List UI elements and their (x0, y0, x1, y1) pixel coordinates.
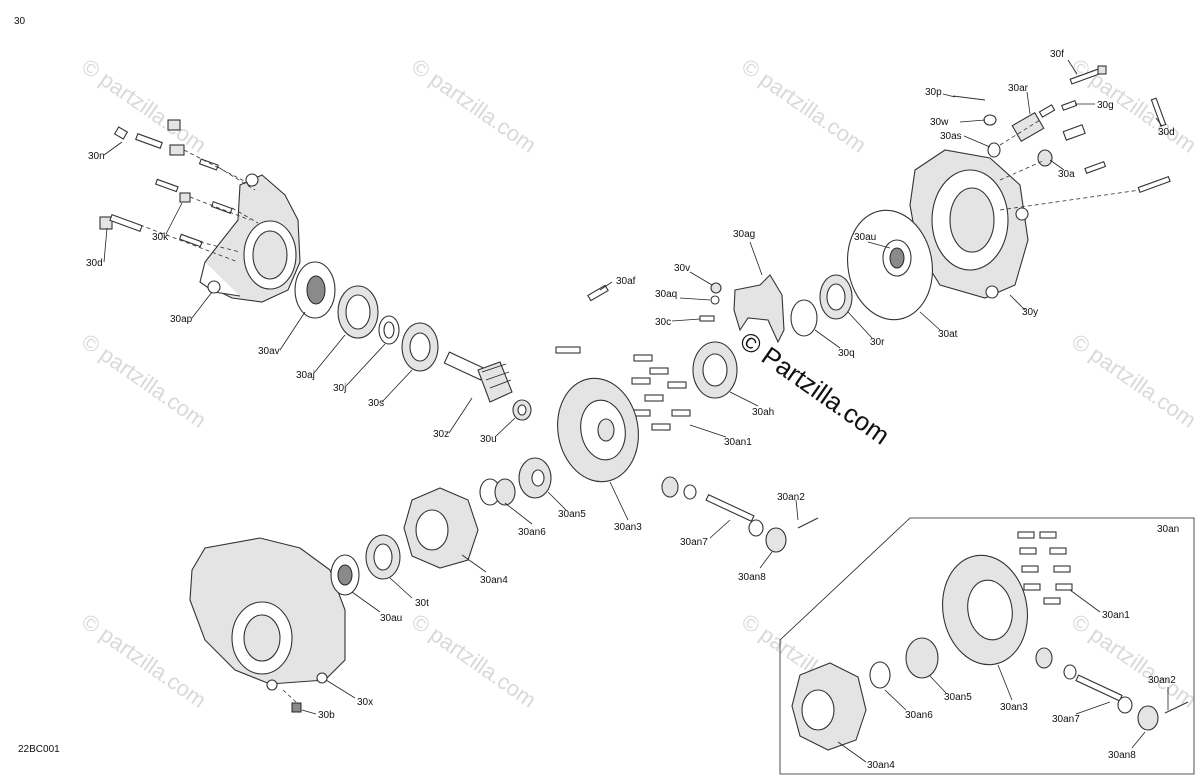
label-30an6: 30an6 (518, 527, 546, 538)
bearing-30t (365, 534, 401, 580)
inset-label-30an1: 30an1 (1102, 610, 1130, 621)
sensor-30ar (1011, 104, 1056, 143)
label-30k: 30k (152, 232, 169, 243)
label-30as: 30as (940, 131, 962, 142)
bolt-set-left (99, 119, 233, 248)
label-30au-bottom: 30au (380, 613, 402, 624)
oring-30q (790, 299, 818, 337)
inset-label: 30an (1157, 524, 1179, 535)
label-30av: 30av (258, 346, 280, 357)
label-30an7: 30an7 (680, 537, 708, 548)
label-30p: 30p (925, 87, 942, 98)
label-30ag: 30ag (733, 229, 755, 240)
plate-30ag (733, 274, 785, 344)
inset-label-30an8: 30an8 (1108, 750, 1136, 761)
label-30ah: 30ah (752, 407, 774, 418)
label-30at: 30at (938, 329, 958, 340)
label-30u: 30u (480, 434, 497, 445)
label-30x: 30x (357, 697, 373, 708)
watermark-text: © partzilla.com (1067, 609, 1200, 713)
hub-30an6 (479, 478, 516, 506)
label-30ap: 30ap (170, 314, 193, 325)
watermark-text: © partzilla.com (407, 609, 541, 713)
label-30d-right: 30d (1158, 127, 1175, 138)
case-30ah (692, 341, 738, 399)
label-30an4: 30an4 (480, 575, 508, 586)
label-30d-left: 30d (86, 258, 103, 269)
watermark-text: © partzilla.com (1067, 329, 1200, 433)
page-id: 30 (14, 16, 26, 27)
label-30y: 30y (1022, 307, 1038, 318)
part-labels: 30f 30p 30ar 30g 30d 30w 30as 30a 30y 30… (86, 49, 1176, 771)
seal-30av (294, 261, 336, 319)
watermark-text: © partzilla.com (737, 54, 871, 158)
cover-group-right (555, 65, 1171, 354)
bearing-30r (819, 274, 853, 320)
label-30a: 30a (1058, 169, 1075, 180)
label-30c: 30c (655, 317, 671, 328)
shim-30j (378, 315, 400, 345)
cover-30y (909, 149, 1029, 299)
label-30r: 30r (870, 337, 885, 348)
inset-label-30an2: 30an2 (1148, 675, 1176, 686)
ring-gear-30an3 (557, 377, 639, 483)
label-30z: 30z (433, 429, 449, 440)
upper-housing-group (99, 119, 532, 421)
bearing-30aj (337, 285, 379, 339)
bearing-30s (401, 322, 439, 372)
watermark-text: © partzilla.com (77, 329, 211, 433)
label-30q: 30q (838, 348, 855, 359)
label-30s: 30s (368, 398, 384, 409)
label-30an8: 30an8 (738, 572, 766, 583)
label-30g: 30g (1097, 100, 1114, 111)
label-30t: 30t (415, 598, 429, 609)
inset-label-30an3: 30an3 (1000, 702, 1028, 713)
label-30w: 30w (930, 117, 949, 128)
bushing-30u (512, 399, 532, 421)
housing-bracket-30ap (199, 173, 301, 303)
differential-group (403, 341, 819, 569)
lower-housing-group (189, 534, 401, 713)
label-30v: 30v (674, 263, 690, 274)
inset-label-30an6: 30an6 (905, 710, 933, 721)
housing-30x (189, 537, 346, 691)
label-30f: 30f (1050, 49, 1064, 60)
label-30au-top: 30au (854, 232, 876, 243)
label-30af: 30af (616, 276, 636, 287)
label-30n: 30n (88, 151, 105, 162)
label-30an2: 30an2 (777, 492, 805, 503)
drawing-code: 22BC001 (18, 744, 60, 755)
label-30an3: 30an3 (614, 522, 642, 533)
label-30j: 30j (333, 383, 346, 394)
label-30ar: 30ar (1008, 83, 1029, 94)
seal-30au-top (882, 239, 912, 277)
label-30aj: 30aj (296, 370, 315, 381)
seal-30au-bottom (330, 554, 360, 596)
watermark-text: © partzilla.com (407, 54, 541, 158)
label-30aq: 30aq (655, 289, 677, 300)
inset-panel: 30an (779, 517, 1195, 775)
inset-label-30an4: 30an4 (867, 760, 895, 771)
label-30b: 30b (318, 710, 335, 721)
plug-30b (291, 702, 302, 713)
bolt-set-30an1 (631, 354, 691, 431)
label-30an1: 30an1 (724, 437, 752, 448)
side-gear-30an5 (518, 457, 552, 499)
leader-lines (103, 59, 1169, 763)
carrier-30an4 (403, 487, 479, 569)
watermark-text: © partzilla.com (77, 609, 211, 713)
pinion-30z (443, 351, 513, 403)
pinion-set-30an7-8 (661, 476, 819, 553)
watermark-text: © partzilla.com (1067, 54, 1200, 158)
inset-label-30an7: 30an7 (1052, 714, 1080, 725)
bolt-set-right (1037, 65, 1171, 193)
label-30an5: 30an5 (558, 509, 586, 520)
inset-label-30an5: 30an5 (944, 692, 972, 703)
